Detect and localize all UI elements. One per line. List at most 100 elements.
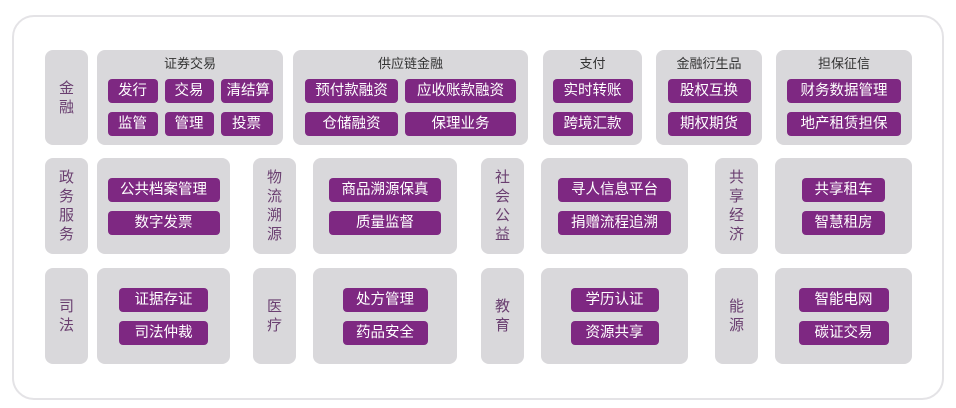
category-char: 社 (494, 168, 510, 186)
item-pill[interactable]: 质量监督 (329, 210, 441, 235)
category-char: 医 (266, 297, 282, 315)
item-pill[interactable]: 财务数据管理 (787, 79, 901, 103)
category-label: 教育 (481, 268, 524, 364)
category-char: 济 (728, 225, 744, 243)
category-label: 社会公益 (481, 158, 524, 254)
item-row: 地产租赁担保 (787, 112, 901, 136)
category-label: 物流溯源 (253, 158, 296, 254)
category-char: 融 (58, 97, 74, 116)
group-title: 供应链金融 (377, 57, 443, 72)
group-items: 实时转账跨境汇款 (552, 79, 633, 136)
group-title: 证券交易 (163, 57, 216, 72)
item-pill[interactable]: 仓储融资 (305, 112, 398, 136)
item-pill[interactable]: 跨境汇款 (552, 112, 633, 136)
group-items: 发行交易清结算监管管理投票 (107, 79, 273, 136)
item-pill[interactable]: 清结算 (220, 79, 273, 103)
item-pill[interactable]: 交易 (164, 79, 214, 103)
category-char: 源 (266, 225, 282, 243)
item-pill[interactable]: 实时转账 (552, 79, 633, 103)
section-box: 公共档案管理数字发票 (97, 158, 230, 254)
category-char: 溯 (266, 206, 282, 224)
category-char: 法 (58, 316, 74, 334)
group-items: 预付款融资应收账款融资仓储融资保理业务 (305, 79, 516, 136)
item-pill[interactable]: 发行 (107, 79, 158, 103)
item-pill[interactable]: 资源共享 (570, 320, 659, 345)
item-row: 监管管理投票 (107, 112, 273, 136)
category-char: 金 (58, 78, 74, 97)
item-row: 仓储融资保理业务 (305, 112, 516, 136)
group-box: 金融衍生品股权互换期权期货 (656, 50, 762, 145)
item-row: 发行交易清结算 (107, 79, 273, 103)
category-char: 务 (58, 187, 74, 205)
item-pill[interactable]: 保理业务 (405, 112, 516, 136)
category-char: 会 (494, 187, 510, 205)
item-pill[interactable]: 共享租车 (802, 177, 885, 202)
category-label: 金融 (45, 50, 88, 145)
group-items: 股权互换期权期货 (667, 79, 751, 136)
item-pill[interactable]: 证据存证 (119, 287, 208, 312)
item-row: 股权互换 (667, 79, 751, 103)
item-pill[interactable]: 司法仲裁 (119, 320, 208, 345)
category-label: 共享经济 (715, 158, 758, 254)
category-char: 服 (58, 206, 74, 224)
category-char: 能 (728, 297, 744, 315)
item-row: 预付款融资应收账款融资 (305, 79, 516, 103)
category-char: 务 (58, 225, 74, 243)
category-char: 公 (494, 206, 510, 224)
item-pill[interactable]: 公共档案管理 (107, 177, 220, 202)
category-char: 流 (266, 187, 282, 205)
category-char: 共 (728, 168, 744, 186)
section-box: 证据存证司法仲裁 (97, 268, 230, 364)
item-row: 跨境汇款 (552, 112, 633, 136)
item-pill[interactable]: 预付款融资 (305, 79, 398, 103)
item-pill[interactable]: 药品安全 (342, 320, 428, 345)
item-pill[interactable]: 学历认证 (570, 287, 659, 312)
section-box: 共享租车智慧租房 (775, 158, 912, 254)
category-label: 医疗 (253, 268, 296, 364)
group-title: 担保征信 (817, 57, 870, 72)
category-char: 育 (494, 316, 510, 334)
group-items: 财务数据管理地产租赁担保 (787, 79, 901, 136)
category-label: 能源 (715, 268, 758, 364)
item-pill[interactable]: 智能电网 (798, 287, 889, 312)
section-box: 处方管理药品安全 (313, 268, 457, 364)
category-char: 司 (58, 297, 74, 315)
item-pill[interactable]: 管理 (164, 112, 214, 136)
item-pill[interactable]: 应收账款融资 (405, 79, 516, 103)
section-box: 学历认证资源共享 (541, 268, 688, 364)
section-box: 智能电网碳证交易 (775, 268, 912, 364)
section-box: 寻人信息平台捐赠流程追溯 (541, 158, 688, 254)
category-char: 享 (728, 187, 744, 205)
item-pill[interactable]: 地产租赁担保 (787, 112, 901, 136)
group-title: 金融衍生品 (676, 57, 742, 72)
item-pill[interactable]: 碳证交易 (798, 320, 889, 345)
category-char: 政 (58, 168, 74, 186)
group-box: 证券交易发行交易清结算监管管理投票 (97, 50, 283, 145)
item-pill[interactable]: 期权期货 (667, 112, 751, 136)
category-char: 物 (266, 168, 282, 186)
category-char: 源 (728, 316, 744, 334)
item-row: 期权期货 (667, 112, 751, 136)
item-pill[interactable]: 数字发票 (107, 210, 220, 235)
group-title: 支付 (579, 57, 606, 72)
group-box: 供应链金融预付款融资应收账款融资仓储融资保理业务 (293, 50, 528, 145)
item-row: 财务数据管理 (787, 79, 901, 103)
category-char: 疗 (266, 316, 282, 334)
item-pill[interactable]: 捐赠流程追溯 (558, 210, 671, 235)
section-box: 商品溯源保真质量监督 (313, 158, 457, 254)
item-pill[interactable]: 智慧租房 (802, 210, 885, 235)
category-char: 经 (728, 206, 744, 224)
item-pill[interactable]: 股权互换 (667, 79, 751, 103)
category-label: 司法 (45, 268, 88, 364)
item-pill[interactable]: 监管 (107, 112, 158, 136)
category-char: 益 (494, 225, 510, 243)
item-pill[interactable]: 寻人信息平台 (558, 177, 671, 202)
item-pill[interactable]: 商品溯源保真 (329, 177, 441, 202)
group-box: 支付实时转账跨境汇款 (543, 50, 642, 145)
item-pill[interactable]: 投票 (220, 112, 273, 136)
item-row: 实时转账 (552, 79, 633, 103)
category-char: 教 (494, 297, 510, 315)
category-label: 政务服务 (45, 158, 88, 254)
item-pill[interactable]: 处方管理 (342, 287, 428, 312)
group-box: 担保征信财务数据管理地产租赁担保 (776, 50, 912, 145)
